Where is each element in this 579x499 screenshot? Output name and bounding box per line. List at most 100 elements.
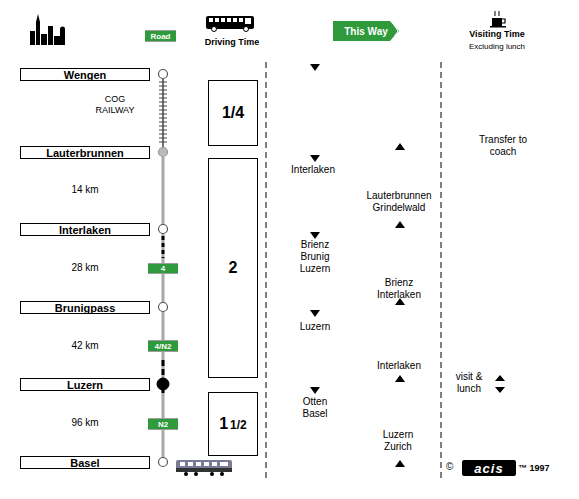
driving-time-box: 1/4 (208, 80, 258, 146)
down-arrows (310, 64, 320, 394)
column-divider (266, 62, 267, 478)
node-text-group: Wengen (64, 69, 107, 81)
tie (159, 122, 167, 123)
road-badge: 4/N2 (148, 340, 178, 352)
node-text: Interlaken (59, 224, 111, 236)
direction-arrow: This Way (333, 21, 399, 41)
tie (159, 114, 167, 115)
column-heading: Driving Time (205, 37, 259, 48)
tie (159, 102, 167, 103)
direction-note: Brienz Brunig Luzern (300, 239, 331, 275)
tie (159, 134, 167, 135)
train-window (204, 462, 209, 466)
building (48, 26, 53, 45)
node-text: 4 (161, 264, 165, 273)
train-wheel (210, 472, 214, 476)
node-text-group: 4 (161, 264, 165, 273)
node-text: This Way (344, 26, 388, 37)
cup-handle (502, 19, 505, 23)
down-arrow (310, 310, 320, 317)
column-subheading: Excluding lunch (469, 42, 525, 52)
distance-label: 28 km (71, 262, 98, 274)
node-text-group: Brunigpass (55, 302, 116, 314)
train-window (196, 462, 201, 466)
spire (36, 14, 40, 22)
arrow-fill (333, 21, 399, 41)
building (30, 31, 35, 45)
node-text-group: Road (151, 32, 171, 41)
node-text-group: Luzern (67, 379, 103, 391)
bus-window (227, 18, 231, 22)
saucer (490, 26, 506, 28)
down-arrow (310, 64, 320, 71)
node-text: Wengen (64, 69, 107, 81)
cog-railway-line (162, 79, 164, 147)
steam (499, 11, 500, 16)
down-arrow (310, 387, 320, 394)
up-arrow (395, 460, 405, 467)
station-circle (157, 378, 169, 390)
up-arrow (495, 375, 505, 381)
station-box: Lauterbrunnen (20, 146, 150, 159)
dome (60, 27, 65, 32)
node-text-group: N2 (158, 420, 168, 429)
building (36, 22, 40, 45)
train-wheel (194, 472, 198, 476)
station-box: Interlaken (20, 223, 150, 236)
tie (159, 82, 167, 83)
node-text: 1 (219, 415, 228, 433)
station-circle (159, 225, 168, 234)
city-icon (30, 14, 65, 45)
direction-note: Lauterbrunnen Grindelwald (366, 190, 431, 214)
railway-label: COG RAILWAY (96, 94, 135, 116)
station-box: Luzern (20, 378, 150, 391)
tie (159, 142, 167, 143)
station-circle (159, 303, 168, 312)
down-arrow (310, 232, 320, 239)
bus-window (245, 18, 251, 24)
train-window (180, 462, 185, 466)
cup-body (492, 18, 502, 26)
train-wheel (184, 472, 188, 476)
logo-box: acis (462, 460, 516, 476)
bus-wheel (244, 27, 249, 32)
tie (159, 106, 167, 107)
tie (159, 126, 167, 127)
steam (495, 11, 496, 16)
station-box: Basel (20, 456, 150, 469)
node-text: Luzern (67, 379, 103, 391)
train-window (188, 462, 193, 466)
building (41, 34, 47, 45)
tie (159, 110, 167, 111)
bus-icon (206, 16, 254, 32)
node-text: 1/2 (230, 418, 247, 432)
tie (159, 86, 167, 87)
bus-window (215, 18, 219, 22)
copyright-mark: © (446, 461, 453, 473)
down-arrow (310, 155, 320, 162)
node-text-group: 4/N2 (155, 342, 172, 351)
node-text-group: 1/4 (222, 104, 244, 122)
node-text: 2 (229, 259, 238, 277)
station-circle (159, 458, 168, 467)
station-box: Brunigpass (20, 301, 150, 314)
tie (159, 90, 167, 91)
cog-railway-ties (159, 82, 167, 142)
arrow-tip-line (392, 22, 398, 40)
bus-window (233, 18, 237, 22)
train-window (212, 462, 217, 466)
up-arrow (395, 221, 405, 228)
node-text-group: Interlaken (59, 224, 111, 236)
node-text: 4/N2 (155, 342, 172, 351)
node-text-group: This Way (344, 26, 388, 37)
node-text: N2 (158, 420, 168, 429)
direction-note: Interlaken (291, 164, 335, 176)
direction-note: Interlaken (377, 360, 421, 372)
cup-icon (490, 11, 506, 28)
distance-label: 96 km (71, 417, 98, 429)
node-text: Lauterbrunnen (46, 147, 124, 159)
node-text-group: 11/2 (219, 415, 247, 433)
up-arrow (395, 143, 405, 150)
node-text-group: acis (474, 461, 503, 476)
